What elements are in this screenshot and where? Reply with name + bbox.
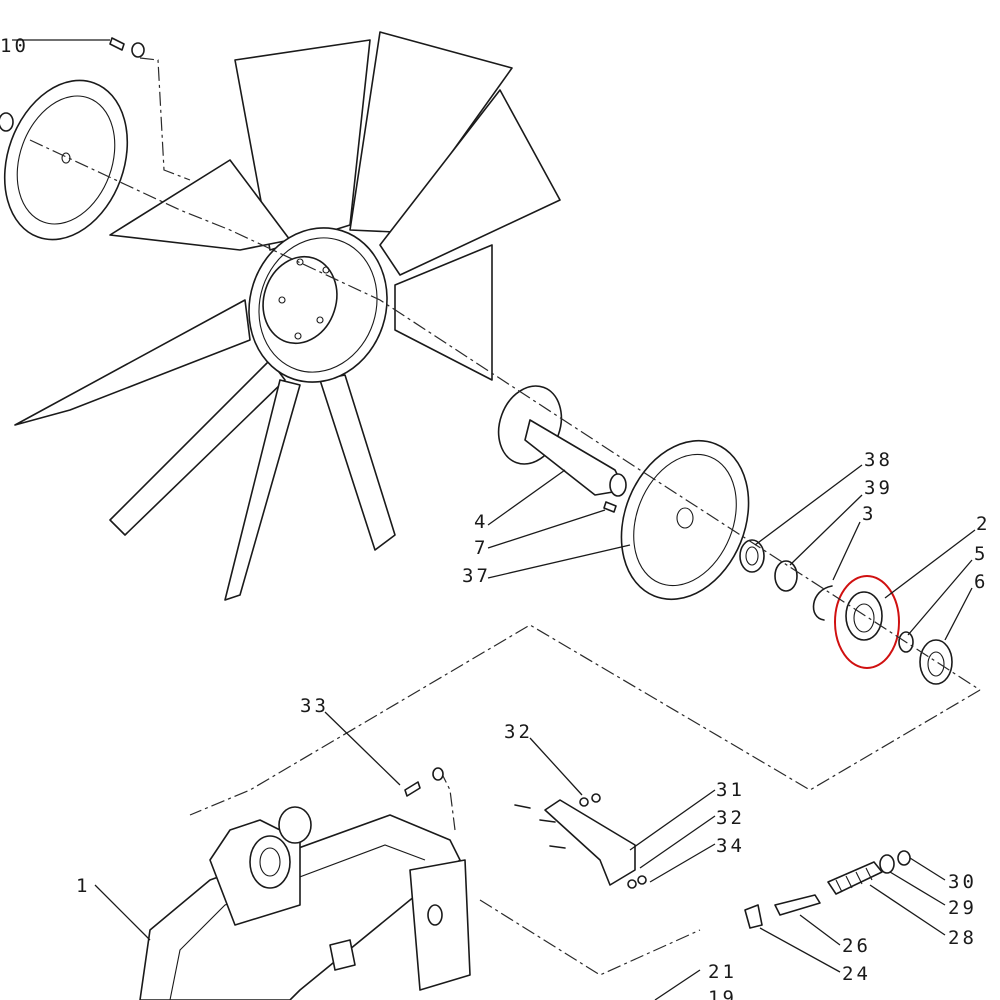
callout-38: 38 [864, 449, 893, 471]
callout-30: 30 [948, 871, 977, 893]
cover-plate [0, 79, 129, 241]
key-7 [603, 501, 617, 513]
bolt-10 [109, 37, 145, 58]
bearing-2 [845, 591, 883, 641]
red-highlight-circle [834, 575, 900, 669]
callout-4: 4 [474, 511, 488, 533]
callout-32-lower: 32 [716, 807, 745, 829]
callout-21: 21 [708, 961, 737, 983]
callout-24: 24 [842, 963, 871, 985]
callout-6: 6 [974, 571, 988, 593]
cooling-fan [14, 31, 561, 601]
plate-37 [620, 439, 750, 601]
callout-33: 33 [300, 695, 329, 717]
callout-labels: 10 4 7 37 38 39 3 2 5 6 33 32 31 32 34 1… [0, 35, 990, 1000]
callout-28: 28 [948, 927, 977, 949]
callout-34: 34 [716, 835, 745, 857]
callout-1: 1 [76, 875, 90, 897]
screw-33 [404, 767, 444, 797]
bearing-6 [919, 639, 953, 685]
callout-31: 31 [716, 779, 745, 801]
lever-26 [744, 894, 821, 929]
callout-2: 2 [976, 513, 990, 535]
snap-ring-3 [812, 585, 833, 621]
ring-39 [774, 560, 798, 592]
callout-10: 10 [0, 35, 29, 57]
callout-39: 39 [864, 477, 893, 499]
callout-26: 26 [842, 935, 871, 957]
leader-lines [12, 39, 976, 1000]
callout-32-upper: 32 [504, 721, 533, 743]
callout-7: 7 [474, 537, 488, 559]
callout-37: 37 [462, 565, 491, 587]
hub-shaft [497, 385, 627, 497]
callout-5: 5 [974, 543, 988, 565]
washer-38 [739, 539, 765, 573]
callout-29: 29 [948, 897, 977, 919]
frame-bracket [139, 806, 471, 1000]
callout-19: 19 [708, 987, 737, 1000]
bracket-31 [514, 793, 647, 889]
spring-28 [827, 850, 911, 895]
callout-3: 3 [862, 503, 876, 525]
